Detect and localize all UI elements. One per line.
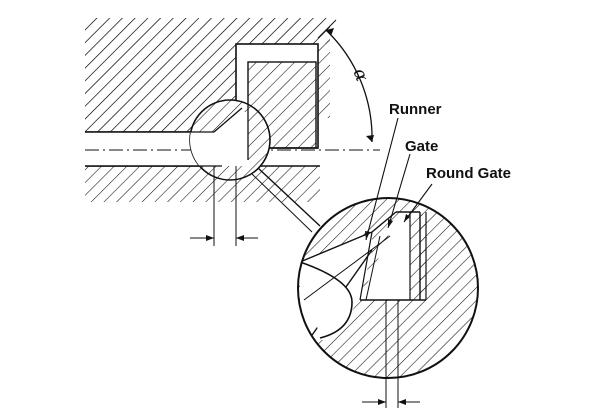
detail-view <box>297 197 479 408</box>
angle-arc <box>325 29 373 143</box>
upper-mold-hatch-right <box>236 18 330 44</box>
annotations: Runner Gate Round Gate <box>365 101 511 241</box>
detail-leader-line <box>257 167 321 227</box>
detail-circle <box>297 197 479 379</box>
gate-pointer <box>387 153 411 229</box>
gate-label: Gate <box>405 138 438 155</box>
lower-mold-hatch <box>85 166 320 202</box>
round-gate-label: Round Gate <box>426 165 511 182</box>
main-view: α <box>85 18 380 246</box>
runner-pointer <box>365 117 399 241</box>
runner-label: Runner <box>389 101 442 118</box>
round-gate-pointer <box>403 183 433 223</box>
